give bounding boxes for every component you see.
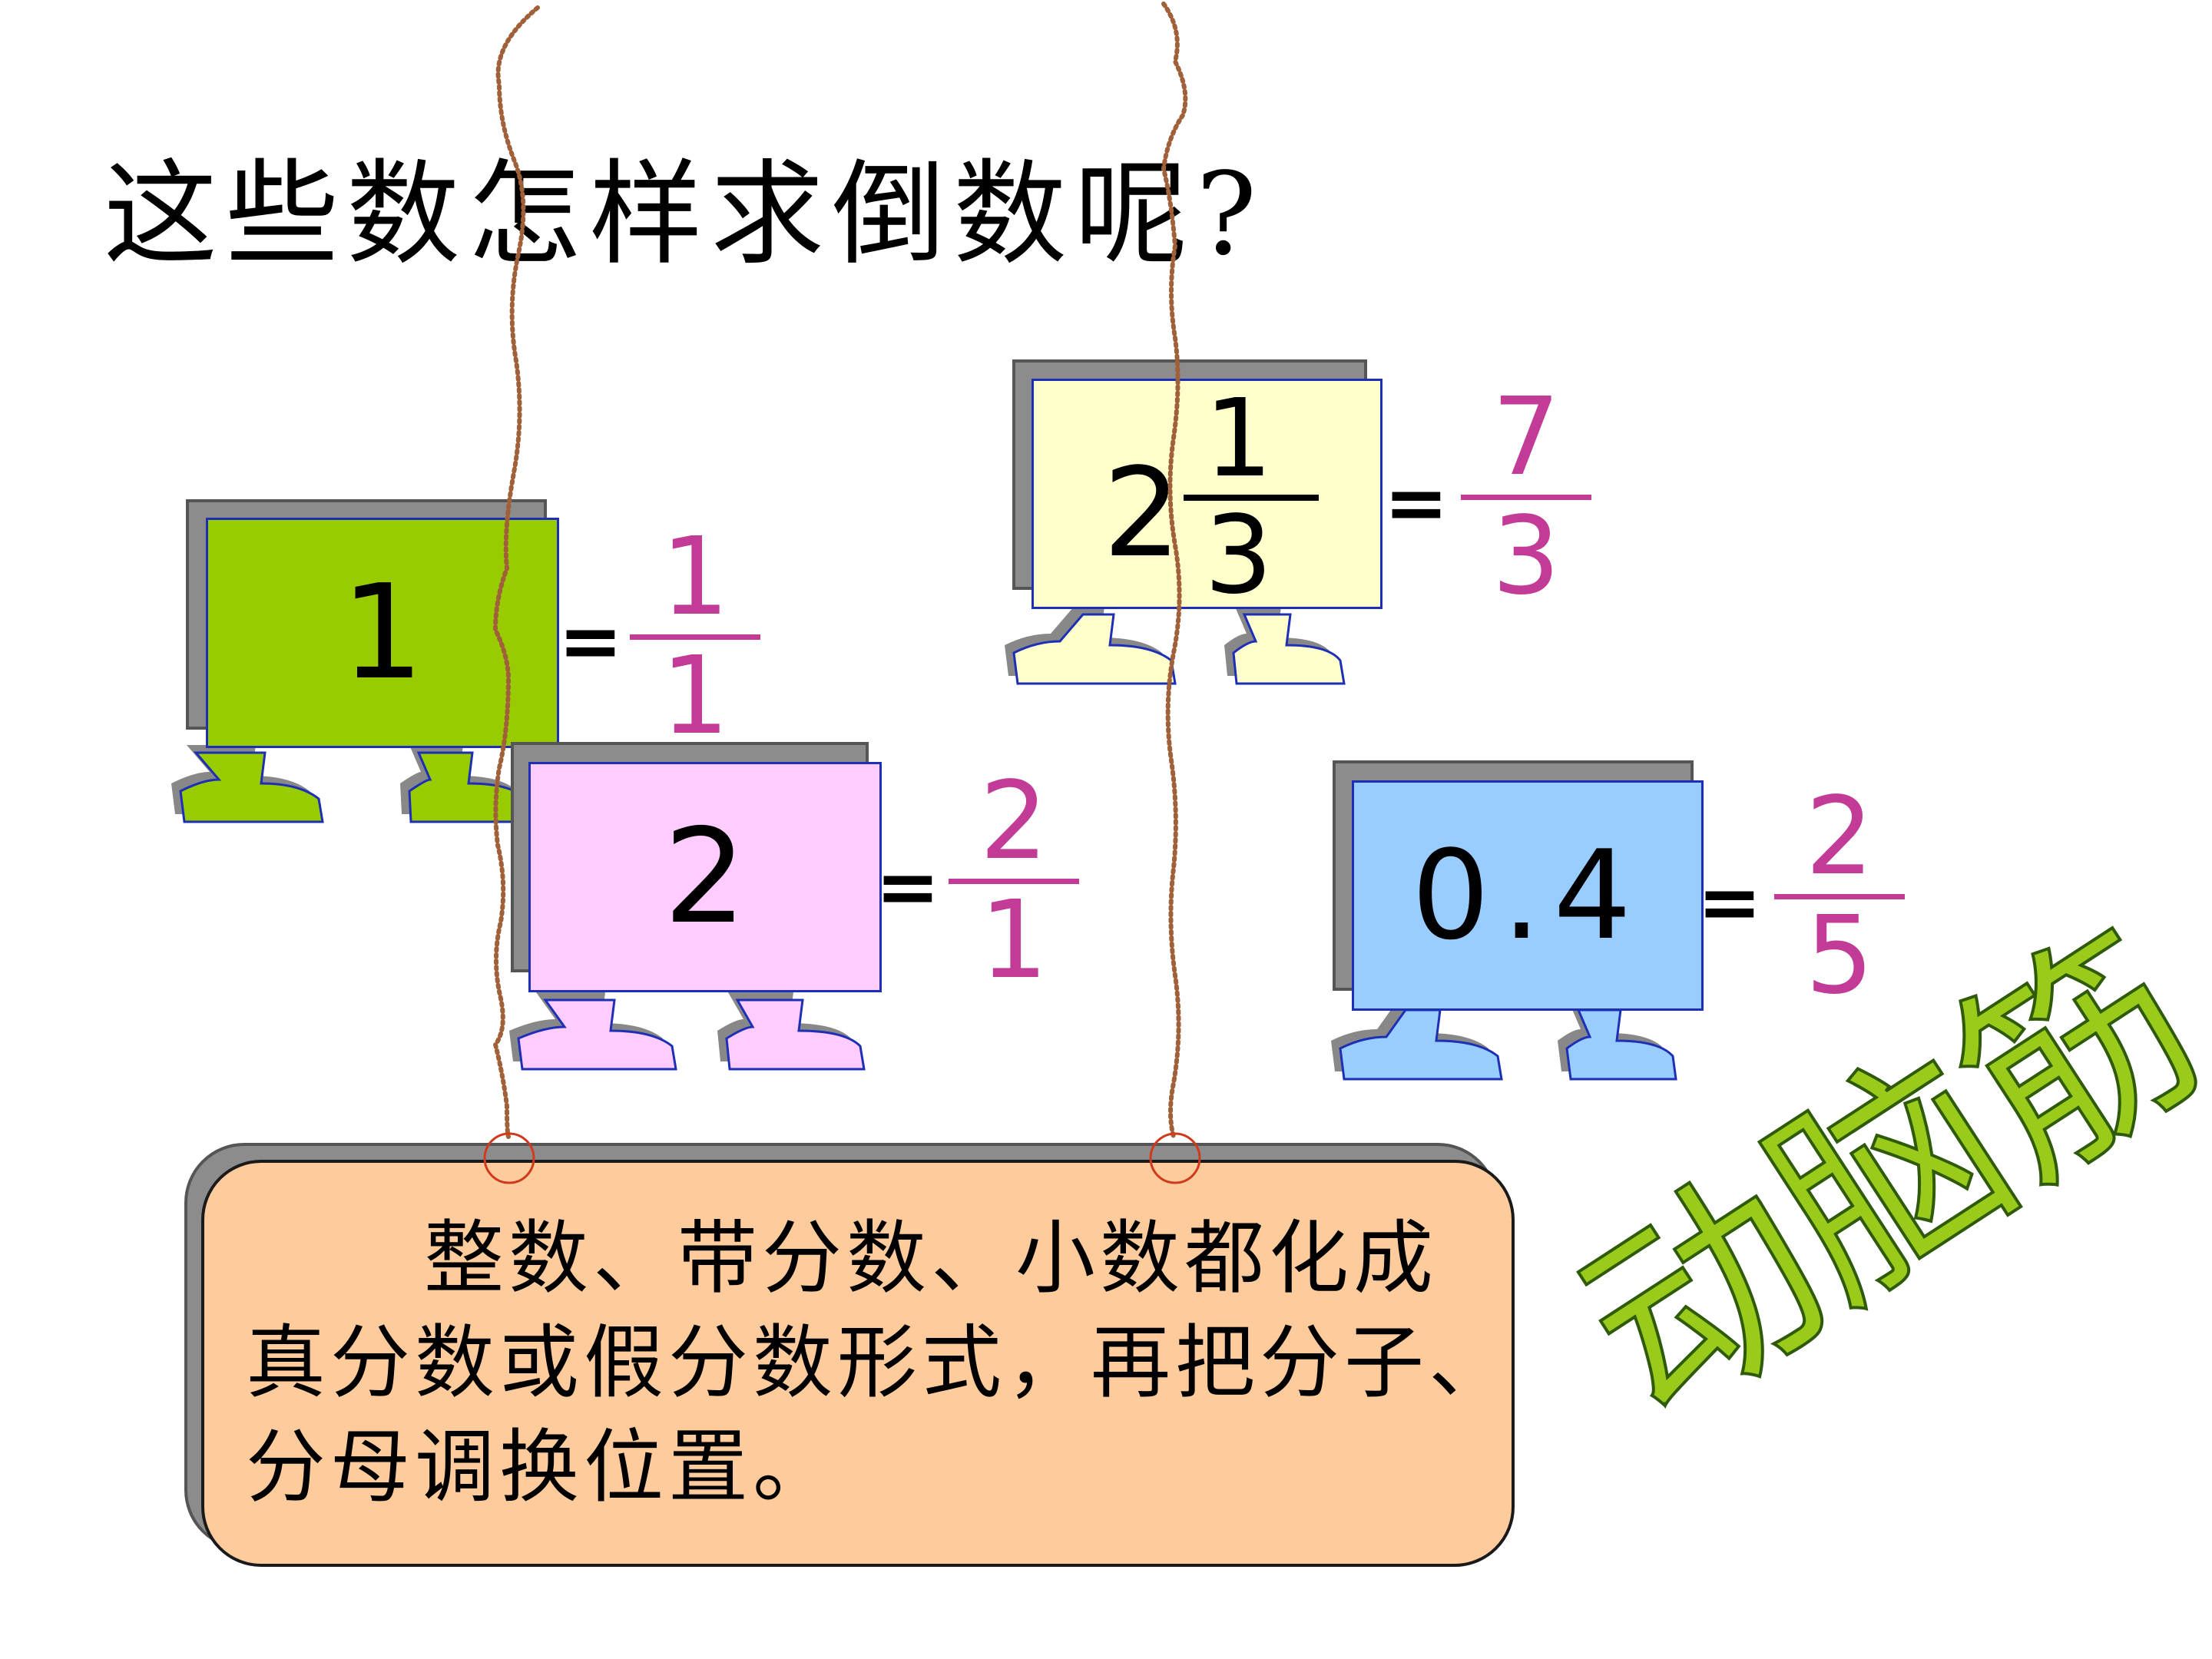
equals-sign: = [558,596,623,686]
equals-sign: = [1384,458,1449,548]
fraction-bar [1184,495,1319,501]
fraction-bar [630,634,760,640]
reciprocal-fraction: 2 5 [1774,783,1905,1010]
fraction-numerator: 2 [1805,774,1874,899]
equals-sign: = [876,842,940,932]
number-card: 2 1 3 [1031,376,1382,618]
mixed-denominator: 3 [1204,493,1273,618]
card-value: 1 [340,557,425,709]
fraction-denominator: 1 [661,634,730,759]
explanation-text: 整数、带分数、小数都化成 真分数或假分数形式，再把分子、 分母调换位置。 [246,1206,1536,1519]
card-feet [1005,607,1346,685]
fraction-numerator: 1 [661,515,730,640]
mixed-number: 2 1 3 [1034,376,1380,618]
fraction-denominator: 5 [1805,893,1874,1018]
explanation-line: 分母调换位置。 [246,1420,838,1514]
explanation-board [201,1160,1515,1567]
number-card: 2 [528,762,882,992]
card-value: 2 [663,801,747,953]
fraction-bar [1461,495,1591,500]
number-card: 0.4 [1352,780,1704,1011]
reciprocal-fraction: 2 1 [949,768,1079,995]
fraction-numerator: 2 [979,759,1048,884]
card-feet [1331,1002,1677,1081]
explanation-line: 真分数或假分数形式，再把分子、 [246,1316,1514,1409]
fraction-denominator: 1 [979,878,1048,1003]
mixed-whole: 2 [1103,441,1181,584]
number-card: 1 [206,518,559,748]
fraction-numerator: 7 [1492,375,1561,500]
reciprocal-fraction: 1 1 [630,524,760,750]
fraction-bar [1774,894,1905,899]
reciprocal-fraction: 7 3 [1461,384,1591,611]
page-title: 这些数怎样求倒数呢? [104,148,1265,280]
card-feet [171,745,531,823]
mixed-numerator: 1 [1204,376,1273,502]
card-feet [509,992,866,1071]
fraction-denominator: 3 [1492,494,1561,619]
fraction-bar [949,879,1079,884]
card-value: 0.4 [1411,823,1644,967]
explanation-line: 整数、带分数、小数都化成 [424,1211,1439,1305]
equals-sign: = [1697,857,1762,947]
